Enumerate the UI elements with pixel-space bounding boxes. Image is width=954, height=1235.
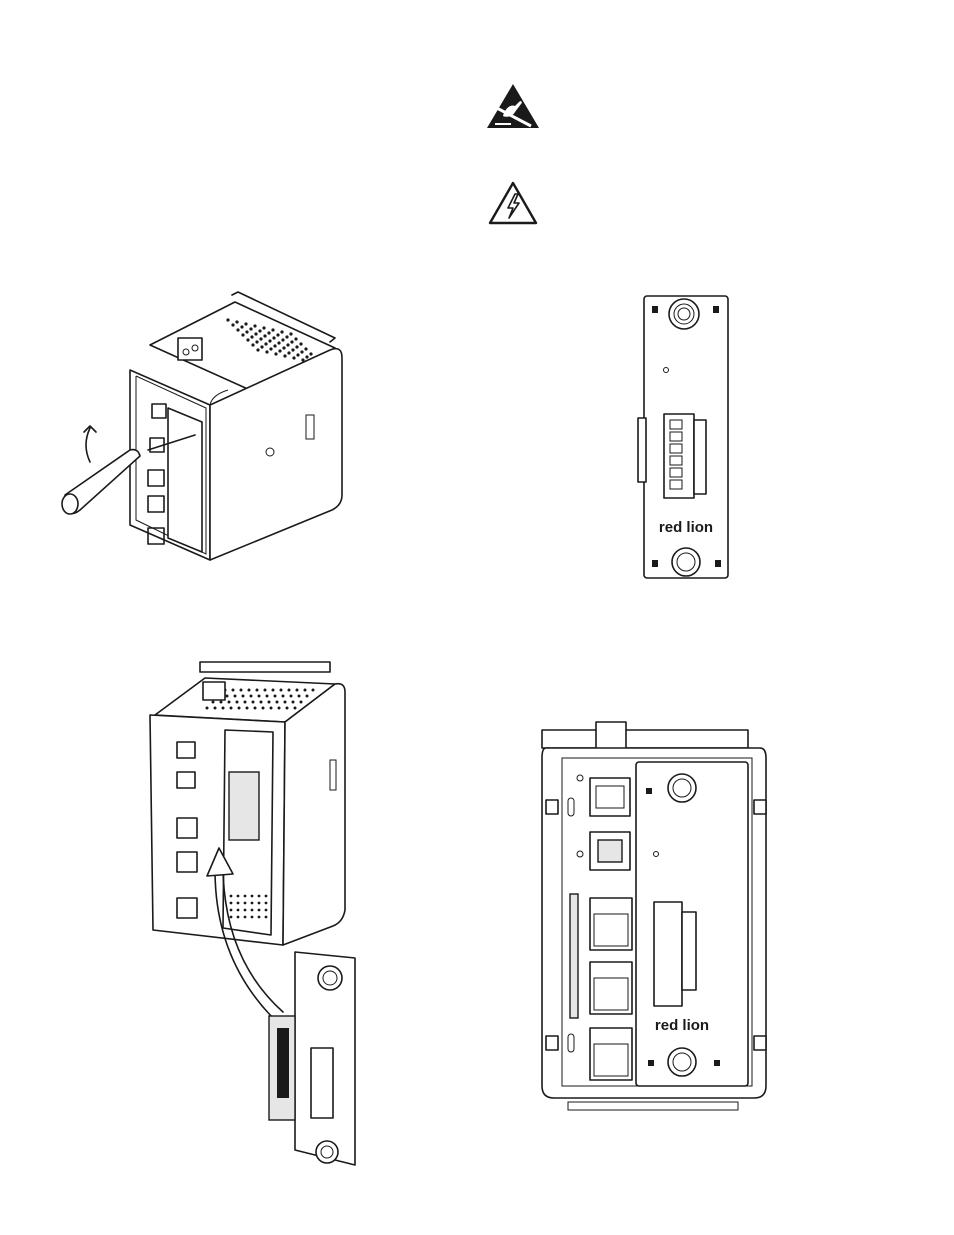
card-installation-illustration xyxy=(145,660,360,1170)
cover-removal-illustration xyxy=(60,290,360,570)
red-lion-logo: red lion xyxy=(659,519,713,536)
high-voltage-warning-icon xyxy=(487,180,539,226)
installed-unit-front-view: red lion xyxy=(538,718,770,1113)
option-card-front-view: red lion xyxy=(628,292,734,582)
red-lion-logo: red lion xyxy=(655,1017,709,1034)
esd-warning-icon xyxy=(485,82,541,130)
